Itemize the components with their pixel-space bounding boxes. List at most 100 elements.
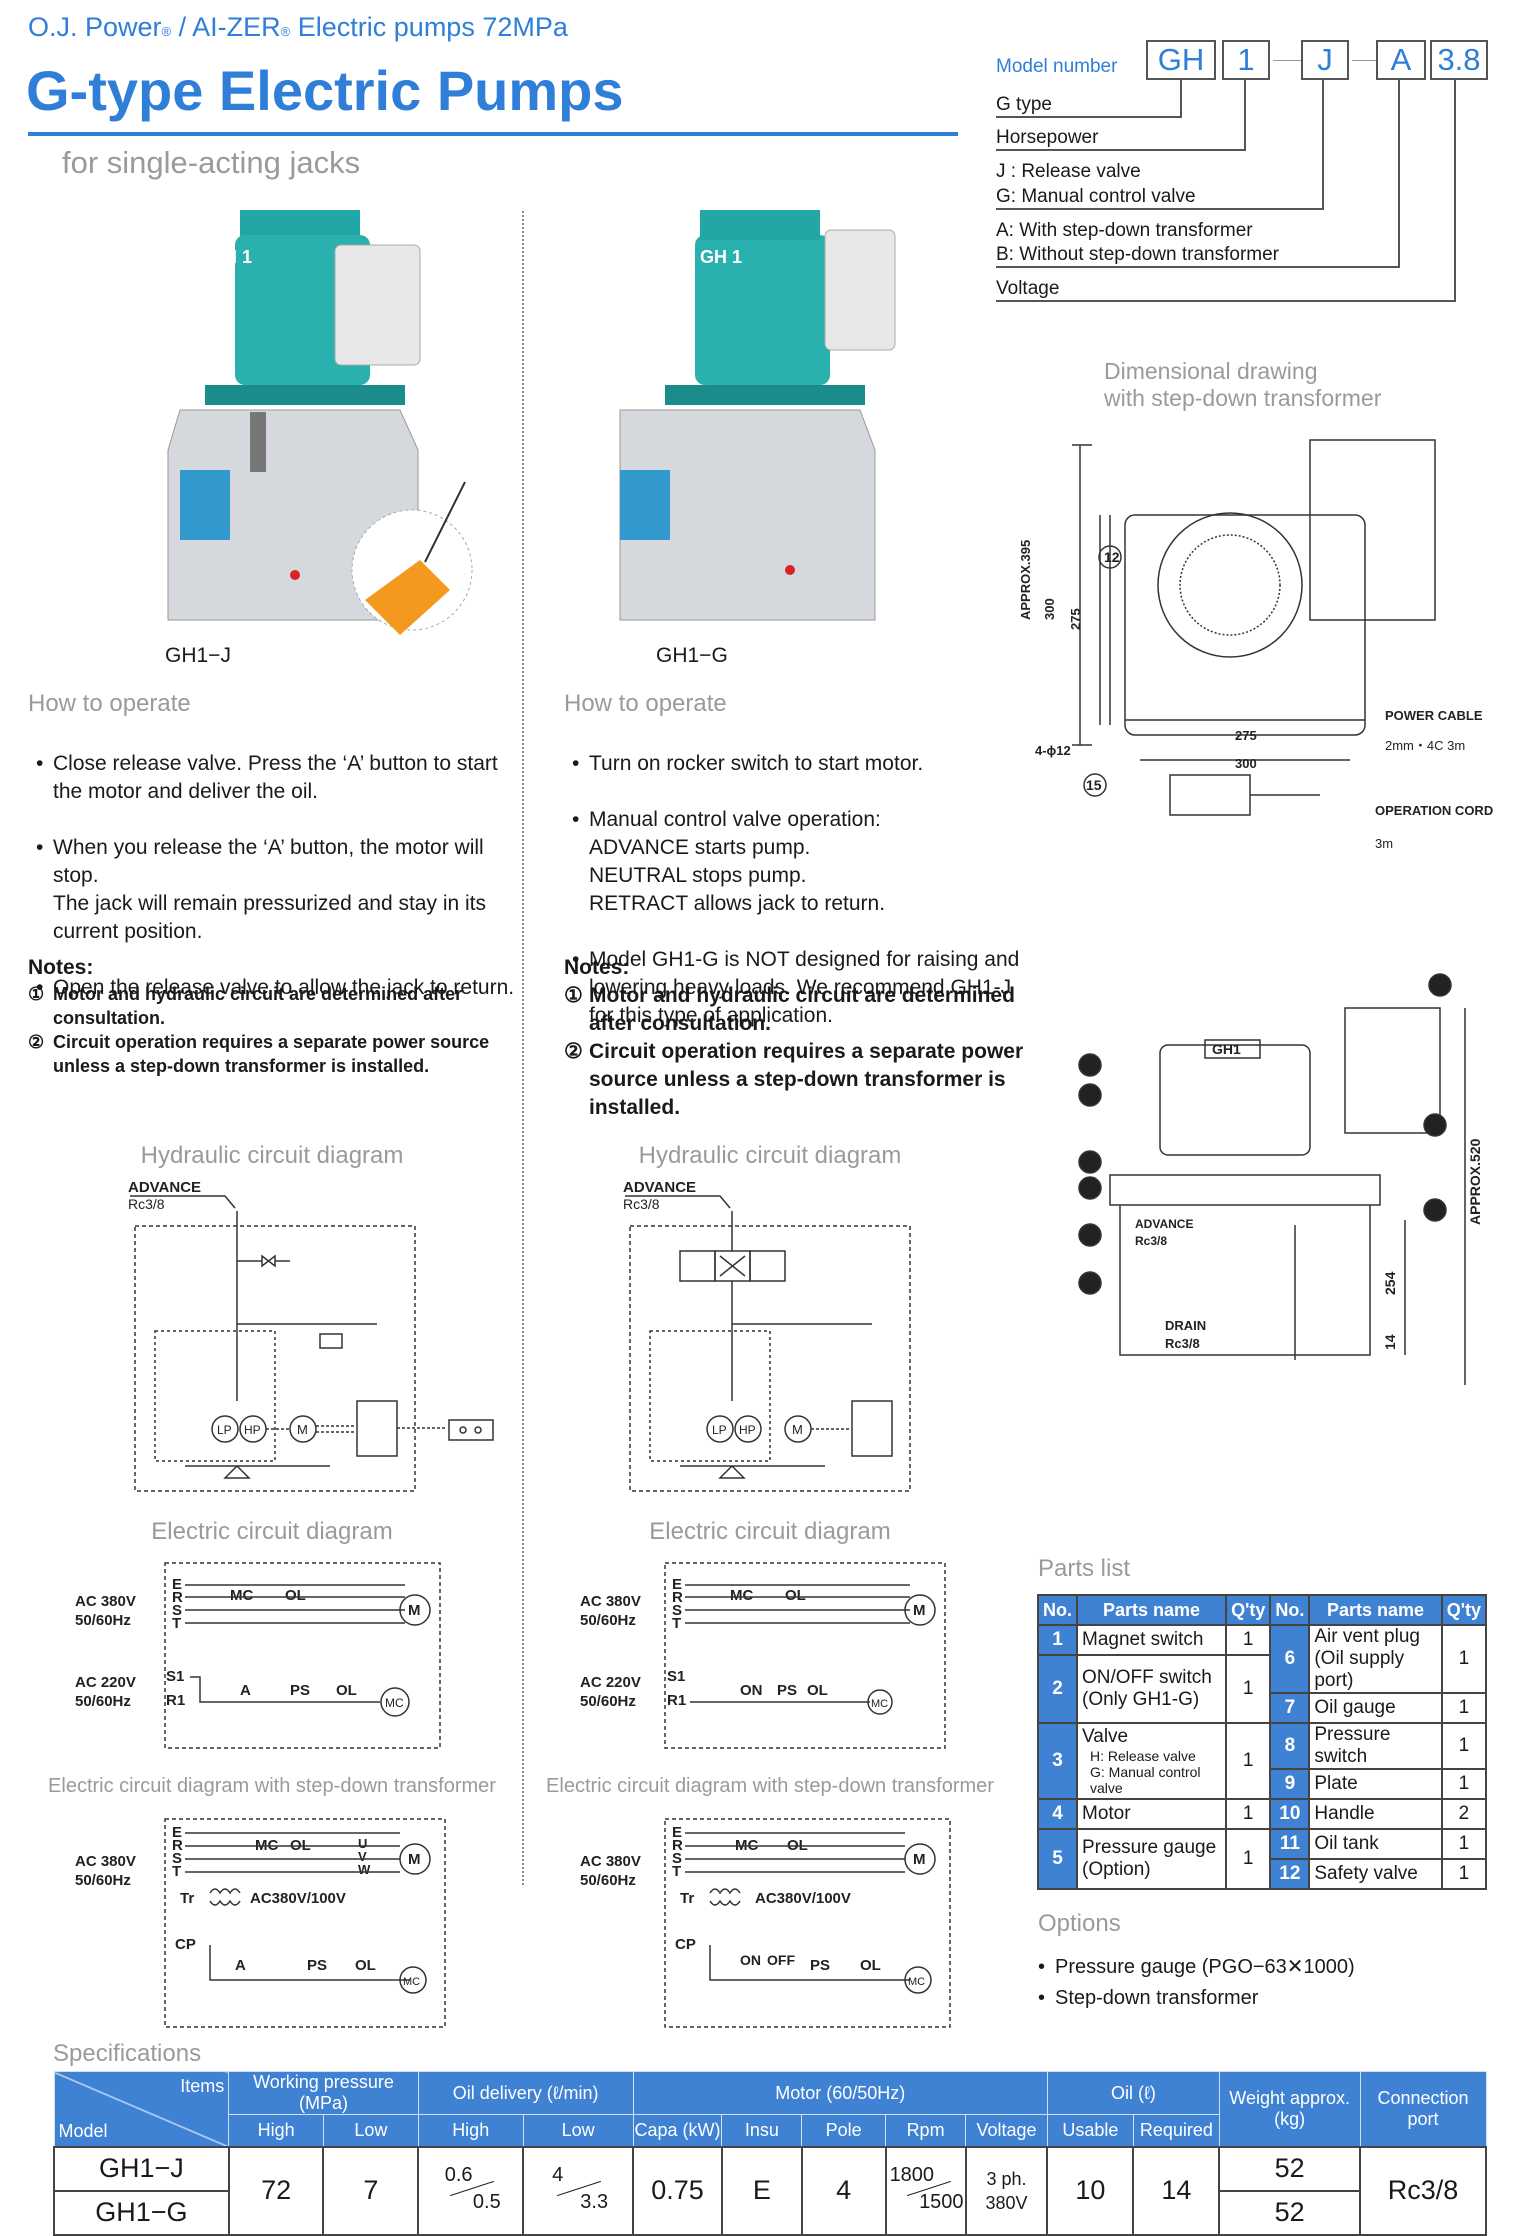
page-subtitle: for single-acting jacks bbox=[62, 145, 361, 180]
operate-list-j: Close release valve. Press the ‘A’ butto… bbox=[28, 722, 518, 1030]
svg-text:GH1: GH1 bbox=[1212, 1041, 1241, 1057]
svg-text:2mm・4C 3m: 2mm・4C 3m bbox=[1385, 738, 1465, 753]
operate-step: Manual control valve operation: ADVANCE … bbox=[564, 806, 1034, 918]
operate-step: Close release valve. Press the ‘A’ butto… bbox=[28, 750, 518, 806]
svg-text:S1: S1 bbox=[667, 1668, 685, 1685]
svg-text:R: R bbox=[672, 1837, 683, 1854]
svg-text:12: 12 bbox=[1082, 1276, 1096, 1291]
svg-text:50/60Hz: 50/60Hz bbox=[75, 1872, 131, 1889]
electric-diagram-title-j: Electric circuit diagram bbox=[151, 1518, 393, 1545]
svg-text:Rc3/8: Rc3/8 bbox=[128, 1196, 165, 1212]
svg-text:15: 15 bbox=[1086, 777, 1102, 793]
svg-text:S1: S1 bbox=[166, 1668, 184, 1685]
svg-text:ADVANCE: ADVANCE bbox=[623, 1179, 696, 1196]
svg-text:R1: R1 bbox=[667, 1692, 686, 1709]
operate-step: Open the release valve to allow the jack… bbox=[28, 974, 518, 1002]
svg-text:AC380V/100V: AC380V/100V bbox=[250, 1890, 346, 1907]
svg-text:S: S bbox=[172, 1602, 182, 1619]
svg-text:E: E bbox=[672, 1576, 682, 1593]
stepdown-diagram-title-j: Electric circuit diagram with step-down … bbox=[48, 1775, 496, 1797]
svg-text:MC: MC bbox=[730, 1587, 753, 1604]
svg-text:4: 4 bbox=[1086, 1058, 1093, 1073]
specifications-title: Specifications bbox=[53, 2040, 202, 2067]
svg-text:PS: PS bbox=[307, 1957, 327, 1974]
pump-photo-gh1-g: GH 1 bbox=[619, 210, 896, 621]
hydraulic-diagram-g: ADVANCE Rc3/8 LP HP M bbox=[623, 1179, 911, 1492]
options-title: Options bbox=[1038, 1910, 1121, 1937]
svg-text:3: 3 bbox=[1086, 1088, 1093, 1103]
series-heading: O.J. Power® / AI-ZER® Electric pumps 72M… bbox=[28, 12, 568, 42]
svg-text:GH 1: GH 1 bbox=[700, 247, 742, 267]
svg-text:W: W bbox=[358, 1862, 371, 1877]
svg-text:S: S bbox=[172, 1850, 182, 1867]
svg-text:PS: PS bbox=[290, 1682, 310, 1699]
model-legend-type: G type bbox=[996, 94, 1182, 118]
svg-text:ADVANCE: ADVANCE bbox=[1135, 1217, 1193, 1231]
svg-text:AC 380V: AC 380V bbox=[580, 1853, 641, 1870]
svg-text:10: 10 bbox=[1086, 1181, 1100, 1196]
svg-text:275: 275 bbox=[1235, 728, 1257, 743]
svg-text:ON: ON bbox=[740, 1682, 763, 1699]
svg-text:R: R bbox=[172, 1837, 183, 1854]
svg-text:ADVANCE: ADVANCE bbox=[128, 1179, 201, 1196]
svg-text:OL: OL bbox=[285, 1587, 306, 1604]
dimensional-drawing-top: APPROX.395 300 275 275 300 4-ϕ12 POWER C… bbox=[1018, 439, 1493, 851]
svg-text:R: R bbox=[672, 1589, 683, 1606]
model-legend-a: A: With step-down transformer bbox=[996, 220, 1253, 241]
svg-text:1: 1 bbox=[1436, 978, 1443, 993]
svg-text:ON: ON bbox=[740, 1952, 761, 1968]
svg-text:3m: 3m bbox=[1375, 836, 1393, 851]
svg-text:M: M bbox=[297, 1422, 308, 1437]
svg-text:8: 8 bbox=[1431, 1118, 1438, 1133]
svg-text:M: M bbox=[913, 1851, 926, 1868]
svg-text:7: 7 bbox=[1431, 1203, 1438, 1218]
svg-text:AC 380V: AC 380V bbox=[580, 1593, 641, 1610]
svg-text:MC: MC bbox=[230, 1587, 253, 1604]
svg-text:T: T bbox=[672, 1863, 681, 1880]
svg-text:CP: CP bbox=[675, 1936, 696, 1953]
model-legend-voltage: Voltage bbox=[996, 278, 1456, 302]
svg-text:M: M bbox=[408, 1602, 421, 1619]
svg-text:MC: MC bbox=[403, 1976, 420, 1988]
svg-text:DRAIN: DRAIN bbox=[1165, 1318, 1206, 1333]
svg-text:50/60Hz: 50/60Hz bbox=[580, 1693, 636, 1710]
svg-text:OFF: OFF bbox=[767, 1952, 795, 1968]
svg-text:T: T bbox=[672, 1615, 681, 1632]
note-text: Motor and hydraulic circuit are determin… bbox=[589, 984, 1015, 1035]
svg-text:R1: R1 bbox=[166, 1692, 185, 1709]
svg-text:T: T bbox=[172, 1615, 181, 1632]
svg-text:6: 6 bbox=[1086, 1155, 1093, 1170]
svg-text:PS: PS bbox=[810, 1957, 830, 1974]
svg-text:PS: PS bbox=[777, 1682, 797, 1699]
hydraulic-diagram-title-g: Hydraulic circuit diagram bbox=[638, 1142, 902, 1169]
notes-heading-j: Notes: bbox=[28, 956, 94, 979]
model-number-label: Model number bbox=[996, 56, 1118, 77]
stepdown-diagram-title-g: Electric circuit diagram with step-down … bbox=[546, 1775, 994, 1797]
svg-text:AC 220V: AC 220V bbox=[75, 1674, 136, 1691]
svg-text:OL: OL bbox=[355, 1957, 376, 1974]
svg-text:E: E bbox=[172, 1576, 182, 1593]
product-label-gh1-j: GH1−J bbox=[165, 644, 231, 667]
option-item: Pressure gauge (PGO−63✕1000) bbox=[1030, 1952, 1355, 1983]
svg-text:U: U bbox=[358, 1836, 367, 1851]
svg-text:CP: CP bbox=[175, 1936, 196, 1953]
page-title: G-type Electric Pumps bbox=[26, 59, 624, 122]
option-item: Step-down transformer bbox=[1030, 1983, 1355, 2014]
svg-text:R: R bbox=[172, 1589, 183, 1606]
model-legend-g: G: Manual control valve bbox=[996, 186, 1324, 210]
svg-text:APPROX.520: APPROX.520 bbox=[1467, 1138, 1483, 1225]
svg-text:AC 220V: AC 220V bbox=[580, 1674, 641, 1691]
svg-text:A: A bbox=[235, 1957, 246, 1974]
svg-text:S: S bbox=[672, 1602, 682, 1619]
svg-text:Rc3/8: Rc3/8 bbox=[1135, 1234, 1167, 1248]
